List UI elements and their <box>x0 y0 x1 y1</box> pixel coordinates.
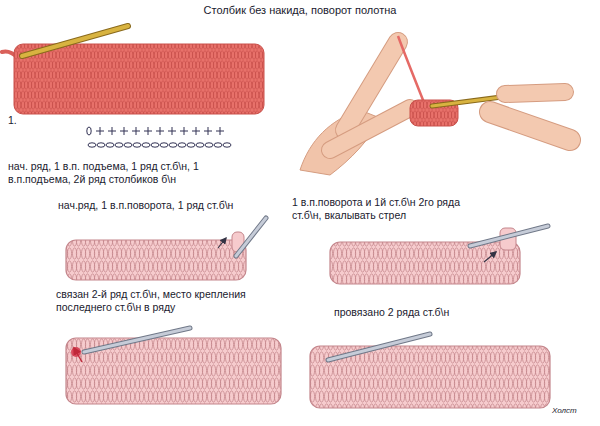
coral-swatch-photo <box>2 26 264 114</box>
swatch-drawing-4 <box>310 334 550 408</box>
swatch-drawing-1 <box>66 218 266 280</box>
watermark: Холст <box>552 406 596 416</box>
crochet-hook <box>84 328 190 352</box>
single-crochet-symbols <box>96 127 224 135</box>
turning-chain-symbol <box>87 127 91 135</box>
direction-arrow <box>484 252 496 262</box>
stitch-chart <box>87 127 231 147</box>
step-note: 1 в.п.поворота и 1й ст.б\н 2го ряда ст.б… <box>292 196 492 222</box>
right-thumb-outline <box>505 92 565 94</box>
direction-arrow <box>74 348 82 362</box>
plus-symbols <box>96 127 224 135</box>
step-note: провязано 2 ряда ст.б\н <box>334 306 534 319</box>
direction-arrow <box>218 238 226 248</box>
chain-symbols <box>88 143 231 147</box>
crochet-hook <box>236 218 266 256</box>
left-thumb-outline <box>330 108 410 150</box>
right-thumb <box>505 92 565 94</box>
swatch-drawing-3 <box>66 328 281 404</box>
swatch-drawing-2 <box>330 226 548 284</box>
title: Столбик без накида, поворот полотна <box>0 4 600 18</box>
crochet-hook-shine <box>22 26 128 56</box>
left-thumb <box>330 108 410 150</box>
crochet-hook-shine <box>236 218 266 256</box>
yarn <box>398 36 425 105</box>
hands-photo <box>300 36 570 175</box>
right-finger <box>490 112 570 140</box>
pink-swatch <box>330 242 520 284</box>
crochet-hook-shine <box>470 226 548 246</box>
step-note: связан 2-й ряд ст.б\н, место крепления п… <box>56 288 296 314</box>
step-number: 1. <box>8 114 38 127</box>
crochet-hook <box>328 334 430 360</box>
crochet-hook <box>470 226 548 246</box>
crochet-hook <box>22 26 128 56</box>
crochet-hook-shine <box>328 334 430 360</box>
step-note: нач.ряд, 1 в.п.поворота, 1 ряд ст.б\н <box>58 199 288 212</box>
crochet-hook-shine <box>84 328 190 352</box>
step-note: нач. ряд, 1 в.п. подъема, 1 ряд ст.б\н, … <box>8 160 223 186</box>
right-finger-outline <box>490 112 570 140</box>
coral-swatch <box>14 44 264 114</box>
